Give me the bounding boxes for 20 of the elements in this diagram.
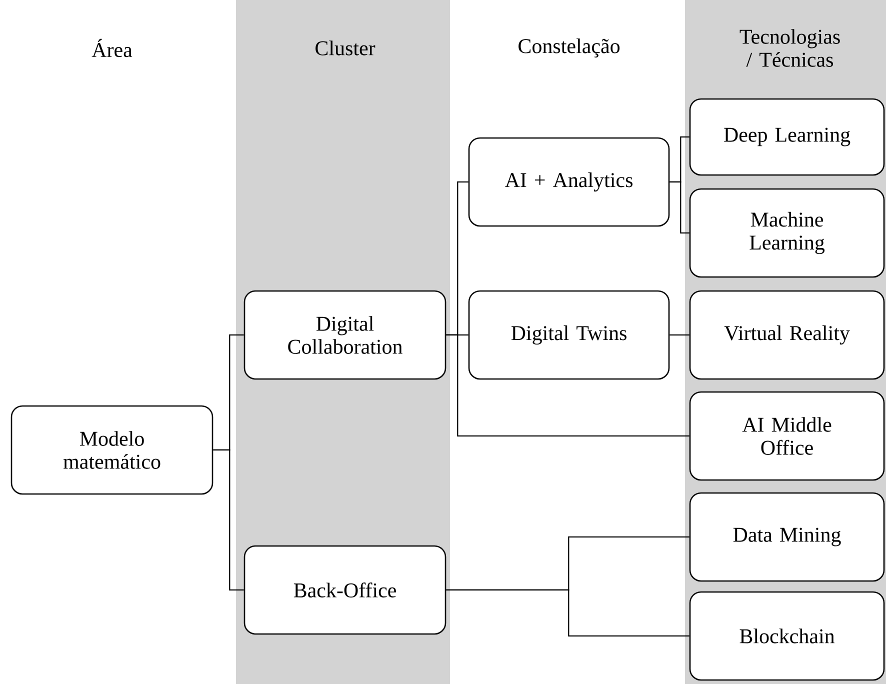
node-box: Deep Learning xyxy=(689,98,885,176)
connector-line xyxy=(446,589,690,637)
node-box: AI Middle Office xyxy=(689,391,885,481)
node-box: Data Mining xyxy=(689,492,885,582)
column-header: Tecnologias / Técnicas xyxy=(740,29,840,67)
node-box: Back-Office xyxy=(244,545,446,635)
column-header: Constelação xyxy=(518,38,620,58)
node-box: Machine Learning xyxy=(689,188,885,278)
connector-line xyxy=(213,449,244,591)
node-box: AI + Analytics xyxy=(468,137,670,227)
node-box: Virtual Reality xyxy=(689,290,885,380)
connector-line xyxy=(670,181,690,234)
node-box: Digital Collaboration xyxy=(244,290,446,380)
node-box: Modelo matemático xyxy=(10,405,214,495)
column-header: Cluster xyxy=(316,40,376,56)
connector-line xyxy=(670,334,690,336)
connector-line xyxy=(446,334,690,437)
column-header: Área xyxy=(92,38,132,58)
node-box: Blockchain xyxy=(689,591,885,681)
node-box: Digital Twins xyxy=(468,290,670,380)
